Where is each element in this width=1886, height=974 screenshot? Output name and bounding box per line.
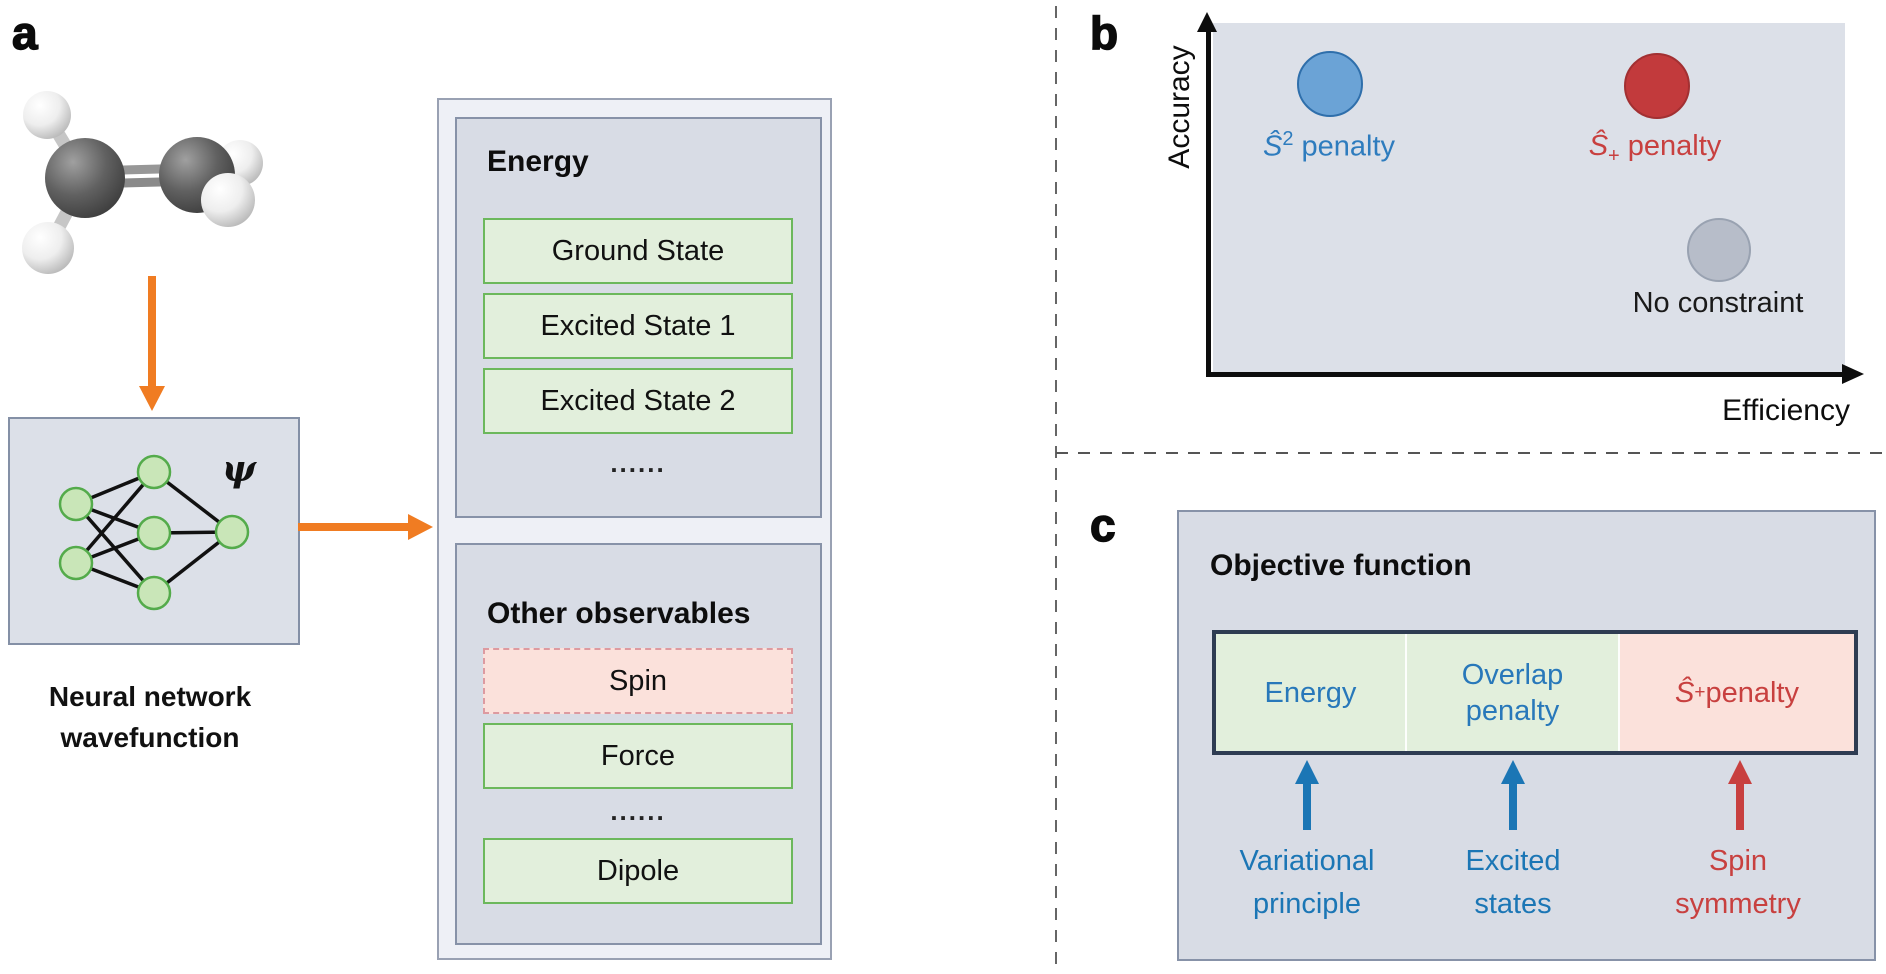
penalty-text: penalty — [1705, 676, 1799, 709]
x-axis — [1206, 372, 1846, 377]
neural-network-box — [8, 417, 300, 645]
cell-energy: Energy — [1216, 634, 1407, 751]
arrow-shaft — [1303, 784, 1311, 830]
data-point-no-constraint — [1687, 218, 1751, 282]
s-hat-symbol: Ŝ — [1588, 130, 1609, 162]
item-excited-state-2: Excited State 2 — [483, 368, 793, 434]
panel-b-label: b — [1089, 6, 1119, 60]
label-variational-principle: Variational principle — [1197, 840, 1417, 926]
s-hat-symbol: Ŝ — [1675, 676, 1695, 709]
arrow-head — [1501, 760, 1525, 784]
arrow-head — [1295, 760, 1319, 784]
label-s2-penalty: Ŝ2 penalty — [1229, 128, 1429, 164]
item-force: Force — [483, 723, 793, 789]
x-axis-label: Efficiency — [1722, 394, 1850, 427]
nn-caption-line1: Neural network — [48, 681, 252, 712]
y-axis — [1206, 30, 1211, 377]
variational-line1: Variational — [1239, 845, 1375, 877]
arrow-shaft — [1736, 784, 1744, 830]
data-point-s2-penalty — [1297, 51, 1363, 117]
nn-caption: Neural network wavefunction — [0, 676, 300, 758]
cell-overlap-penalty: Overlap penalty — [1407, 634, 1620, 751]
arrow-right-head-icon — [408, 514, 433, 540]
arrow-up-spin-icon — [1728, 760, 1752, 830]
arrow-up-variational-icon — [1295, 760, 1319, 830]
arrow-head — [1728, 760, 1752, 784]
spin-line2: symmetry — [1675, 888, 1801, 920]
arrow-up-excited-icon — [1501, 760, 1525, 830]
vertical-dashed-divider — [1055, 6, 1057, 972]
arrow-down-head-icon — [139, 386, 165, 411]
label-excited-states: Excited states — [1403, 840, 1623, 926]
nn-caption-line2: wavefunction — [60, 722, 240, 753]
energy-panel-title: Energy — [487, 145, 589, 178]
panel-c-label: c — [1089, 498, 1116, 552]
arrow-shaft — [1509, 784, 1517, 830]
penalty-text: penalty — [1619, 130, 1722, 162]
arrow-right-icon — [298, 523, 410, 531]
s-hat-symbol: Ŝ — [1262, 130, 1283, 163]
psi-symbol: ψ — [222, 448, 256, 490]
ethylene-molecule-illustration — [22, 91, 263, 274]
spin-line1: Spin — [1708, 845, 1768, 877]
observables-panel-title: Other observables — [487, 597, 751, 630]
superscript-2: 2 — [1282, 128, 1294, 150]
objective-function-title: Objective function — [1210, 549, 1472, 582]
energy-ellipsis: ...... — [610, 448, 666, 478]
item-dipole: Dipole — [483, 838, 793, 904]
subscript-plus: + — [1694, 681, 1706, 703]
y-axis-label: Accuracy — [1163, 45, 1196, 169]
item-ground-state: Ground State — [483, 218, 793, 284]
neural-network-diagram — [58, 454, 250, 611]
cell-energy-text: Energy — [1264, 676, 1357, 709]
data-point-s-plus-penalty — [1624, 53, 1690, 119]
excited-line1: Excited — [1465, 845, 1561, 877]
cell-s-plus-penalty: Ŝ+ penalty — [1620, 634, 1854, 751]
objective-bar: Energy Overlap penalty Ŝ+ penalty — [1212, 630, 1858, 755]
label-s-plus-penalty: Ŝ+ penalty — [1555, 130, 1755, 168]
label-no-constraint: No constraint — [1632, 287, 1804, 319]
x-axis-arrowhead-icon — [1842, 364, 1864, 384]
label-spin-symmetry: Spin symmetry — [1628, 840, 1848, 926]
panel-a-label: a — [11, 6, 38, 60]
item-spin: Spin — [483, 648, 793, 714]
y-axis-arrowhead-icon — [1197, 12, 1217, 32]
penalty-text: penalty — [1293, 130, 1396, 163]
observables-ellipsis: ...... — [610, 796, 666, 826]
excited-line2: states — [1474, 888, 1552, 920]
cell-overlap-line2: penalty — [1465, 694, 1560, 727]
horizontal-dashed-divider — [1056, 452, 1886, 454]
arrow-down-icon — [148, 276, 156, 388]
subscript-plus: + — [1608, 144, 1620, 167]
item-excited-state-1: Excited State 1 — [483, 293, 793, 359]
variational-line2: principle — [1253, 888, 1361, 920]
cell-overlap-line1: Overlap — [1461, 658, 1564, 691]
